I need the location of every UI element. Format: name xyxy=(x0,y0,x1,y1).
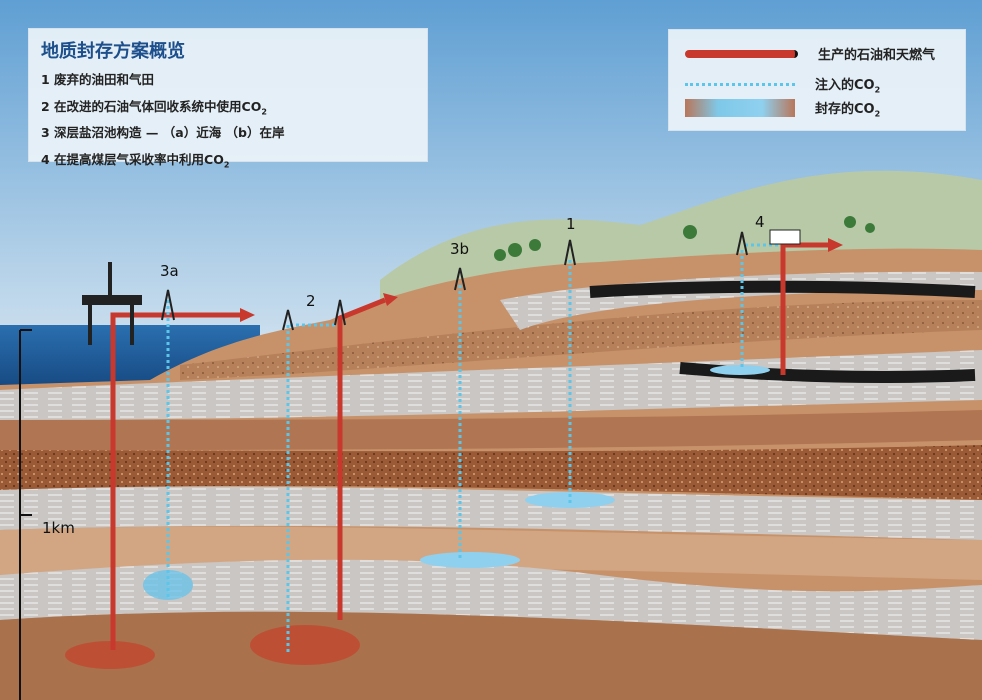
depth-scale-label: 1km xyxy=(42,519,75,537)
site-label-4: 4 xyxy=(755,213,765,231)
site-label-3a: 3a xyxy=(160,262,179,280)
production-well-2 xyxy=(337,297,386,620)
coal-seam-upper xyxy=(589,280,976,298)
legend: 生产的石油和天燃气 注入的CO2 封存的CO2 xyxy=(668,29,966,131)
stored-co2-site2 xyxy=(250,625,360,665)
layer-base xyxy=(0,611,982,700)
production-well-4 xyxy=(780,242,830,375)
legend-item-stored: 封存的CO2 xyxy=(685,98,880,119)
legend-item-injection: 注入的CO2 xyxy=(685,74,880,95)
overview-item-text: 3 深层盐沼池构造 — （a）近海 （b）在岸 xyxy=(41,125,285,140)
site-label-2: 2 xyxy=(306,292,316,310)
offshore-platform-icon xyxy=(82,262,142,345)
stored-co2-site4 xyxy=(710,365,770,375)
production-pipe-icon xyxy=(685,49,798,58)
site-label-1: 1 xyxy=(566,215,576,233)
legend-label: 注入的CO2 xyxy=(815,74,880,95)
production-wells xyxy=(110,242,830,650)
overview-item-text: 2 在改进的石油气体回收系统中使用CO xyxy=(41,98,262,114)
reservoir-oil-gas xyxy=(65,641,155,669)
layer-shale-deep xyxy=(0,559,982,640)
layer-shale-mid xyxy=(0,486,982,540)
layer-brown xyxy=(0,410,982,450)
legend-item-production: 生产的石油和天燃气 xyxy=(685,44,935,63)
overview-item-subscript: 2 xyxy=(261,107,267,116)
legend-label: 生产的石油和天燃气 xyxy=(818,48,936,63)
legend-label-text: 封存的CO xyxy=(815,102,875,117)
stored-co2-3b xyxy=(420,552,520,568)
legend-label-text: 注入的CO xyxy=(815,78,875,93)
arrow-icons xyxy=(240,238,843,322)
stored-co2-swatch-icon xyxy=(685,99,795,118)
derrick-icons xyxy=(161,231,748,331)
layer-dotted xyxy=(0,445,982,500)
overview-item-text: 4 在提高煤层气采收率中利用CO xyxy=(41,151,224,167)
building-icon xyxy=(769,229,801,245)
production-well-3a xyxy=(110,312,240,650)
overview-item-text: 1 废弃的油田和气田 xyxy=(41,72,155,87)
overview-item: 2 在改进的石油气体回收系统中使用CO2 xyxy=(41,96,427,123)
legend-label-subscript: 2 xyxy=(874,85,881,95)
tree-icons xyxy=(494,216,875,261)
overview-item-subscript: 2 xyxy=(223,160,230,169)
depth-scale xyxy=(19,329,32,700)
injection-line-icon xyxy=(685,82,795,86)
overview-item: 1 废弃的油田和气田 xyxy=(41,69,427,96)
overview-item: 3 深层盐沼池构造 — （a）近海 （b）在岸 xyxy=(41,122,427,149)
legend-label: 封存的CO2 xyxy=(815,98,880,119)
overview-title: 地质封存方案概览 xyxy=(41,41,185,62)
legend-label-subscript: 2 xyxy=(874,109,881,119)
overview-box: 地质封存方案概览 1 废弃的油田和气田 2 在改进的石油气体回收系统中使用CO2… xyxy=(28,28,428,169)
injection-wells xyxy=(166,243,780,655)
site-label-3b: 3b xyxy=(450,240,470,258)
overview-item: 4 在提高煤层气采收率中利用CO2 xyxy=(41,149,427,176)
